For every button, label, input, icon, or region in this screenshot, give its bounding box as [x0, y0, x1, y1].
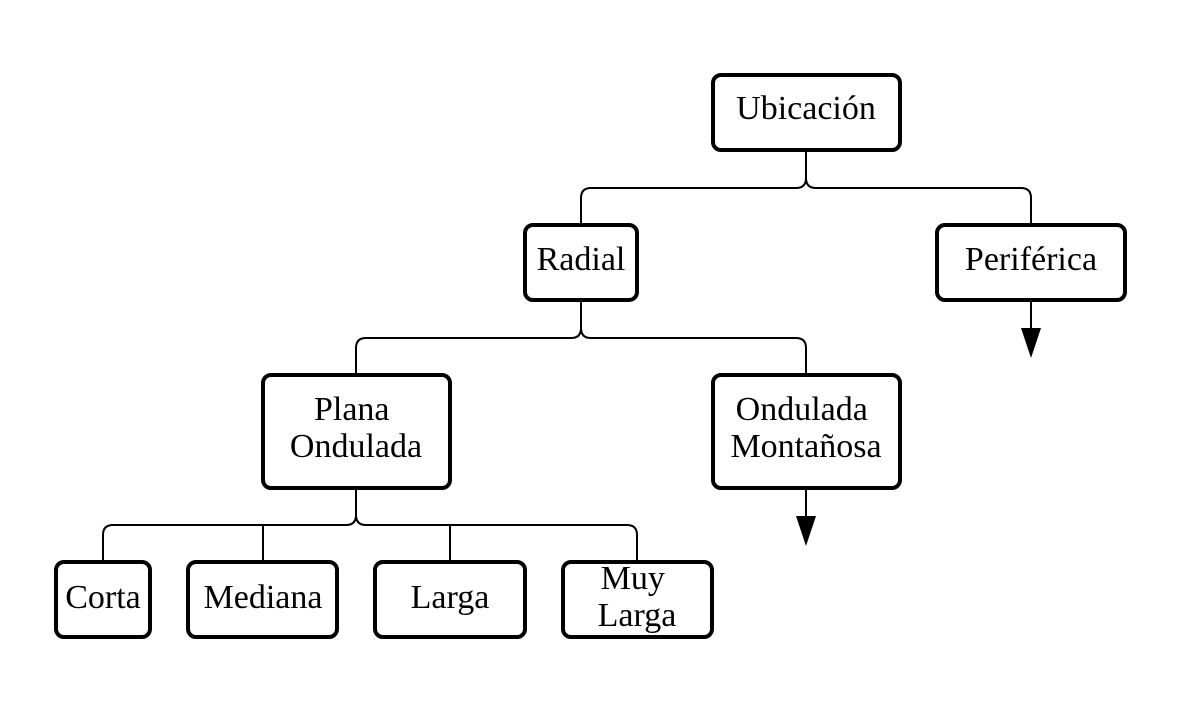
- node-periferica-label: Periférica: [965, 241, 1097, 278]
- connector-radial-ondulada-montanosa: [580, 327, 807, 375]
- node-larga: Larga: [373, 560, 527, 639]
- node-plana-ondulada: Plana Ondulada: [261, 373, 452, 490]
- node-mediana-label: Mediana: [204, 579, 323, 616]
- connector-plana-ondulada-muy-larga: [355, 514, 638, 562]
- node-plana-ondulada-line1: Plana: [314, 391, 390, 428]
- node-ondulada-montanosa: Ondulada Montañosa: [711, 373, 902, 490]
- periferica-continuation-arrow: [1021, 300, 1041, 358]
- node-corta: Corta: [54, 560, 152, 639]
- node-ubicacion: Ubicación: [711, 73, 902, 152]
- node-radial-label: Radial: [537, 241, 626, 278]
- node-larga-label: Larga: [411, 579, 490, 616]
- node-plana-ondulada-text: Plana Ondulada: [290, 391, 422, 465]
- node-muy-larga-text: Muy Larga: [598, 560, 677, 634]
- connector-radial-plana-ondulada: [355, 300, 582, 375]
- connector-ubicacion-periferica: [805, 177, 1032, 225]
- ondulada-montanosa-continuation-arrow: [796, 488, 816, 546]
- node-muy-larga: Muy Larga: [561, 560, 714, 639]
- node-corta-label: Corta: [65, 579, 141, 616]
- node-ondulada-montanosa-line2: Montañosa: [730, 428, 881, 465]
- node-muy-larga-line1: Muy: [601, 560, 665, 597]
- node-periferica: Periférica: [935, 223, 1127, 302]
- connector-ubicacion-radial: [580, 150, 807, 225]
- node-muy-larga-line2: Larga: [598, 597, 677, 634]
- node-ondulada-montanosa-line1: Ondulada: [736, 391, 868, 428]
- connector-plana-ondulada-corta: [102, 488, 357, 562]
- node-plana-ondulada-line2: Ondulada: [290, 428, 422, 465]
- node-ubicacion-label: Ubicación: [736, 90, 876, 127]
- node-ondulada-montanosa-text: Ondulada Montañosa: [730, 391, 881, 465]
- node-radial: Radial: [523, 223, 639, 302]
- node-mediana: Mediana: [186, 560, 339, 639]
